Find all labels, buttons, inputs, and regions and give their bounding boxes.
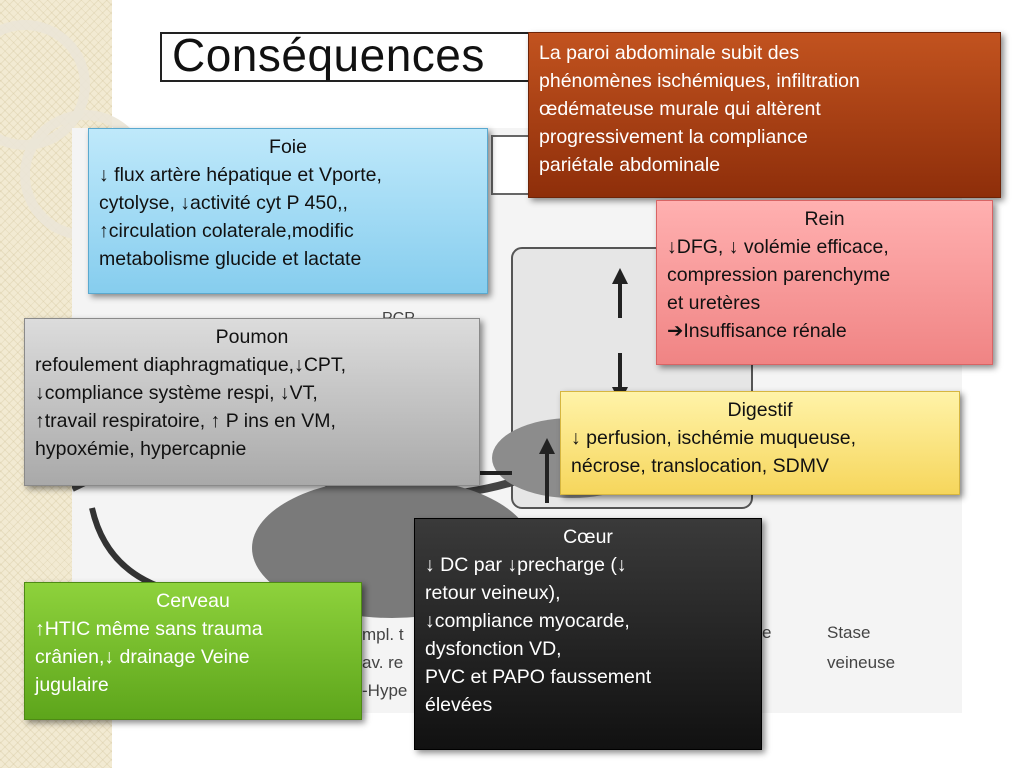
box-line: ↓ DC par ↓precharge (↓ <box>425 554 627 576</box>
box-line: élevées <box>425 694 493 716</box>
schematic-label: av. re <box>362 653 403 672</box>
box-line: ➔Insuffisance rénale <box>667 320 847 342</box>
box-heading: Rein <box>804 208 845 230</box>
box-line: La paroi abdominale subit des <box>539 42 800 64</box>
box-heading: Digestif <box>727 399 793 421</box>
liver-box: Foie ↓ flux artère hépatique et Vporte, … <box>88 128 488 294</box>
box-line: nécrose, translocation, SDMV <box>571 455 829 477</box>
arrow-up-head <box>612 268 628 284</box>
heart-box: Cœur ↓ DC par ↓precharge (↓ retour veine… <box>414 518 762 750</box>
box-heading: Cerveau <box>156 590 230 612</box>
digestive-box: Digestif ↓ perfusion, ischémie muqueuse,… <box>560 391 960 495</box>
schematic-label: veineuse <box>827 653 895 672</box>
box-line: ↓compliance myocarde, <box>425 610 630 632</box>
slide-title: Conséquences <box>172 29 485 81</box>
box-line: ↓compliance système respi, ↓VT, <box>35 382 318 404</box>
box-line: ↑travail respiratoire, ↑ P ins en VM, <box>35 410 336 432</box>
box-line: refoulement diaphragmatique,↓CPT, <box>35 354 347 376</box>
box-line: œdémateuse murale qui altèrent <box>539 98 821 120</box>
box-heading: Cœur <box>563 526 613 548</box>
box-line: phénomènes ischémiques, infiltration <box>539 70 860 92</box>
box-line: dysfonction VD, <box>425 638 562 660</box>
box-line: retour veineux), <box>425 582 561 604</box>
schematic-label: Stase <box>827 623 870 642</box>
box-heading: Poumon <box>215 326 289 348</box>
schematic-label: -Hype <box>362 681 407 700</box>
box-line: jugulaire <box>35 674 109 696</box>
arrow-up-head <box>539 438 555 454</box>
box-line: ↓ perfusion, ischémie muqueuse, <box>571 427 857 449</box>
box-line: ↑HTIC même sans trauma <box>35 618 263 640</box>
box-line: et uretères <box>667 292 761 314</box>
abdominal-wall-box: La paroi abdominale subit des phénomènes… <box>528 32 1001 198</box>
title-frame <box>160 32 594 82</box>
box-line: metabolisme glucide et lactate <box>99 248 362 270</box>
kidney-box: Rein ↓DFG, ↓ volémie efficace, compressi… <box>656 200 993 365</box>
box-line: ↓DFG, ↓ volémie efficace, <box>667 236 889 258</box>
box-line: crânien,↓ drainage Veine <box>35 646 250 668</box>
lung-box: Poumon refoulement diaphragmatique,↓CPT,… <box>24 318 480 486</box>
box-line: progressivement la compliance <box>539 126 808 148</box>
box-line: pariétale abdominale <box>539 154 721 176</box>
schematic-label: e <box>762 623 771 642</box>
box-line: PVC et PAPO faussement <box>425 666 652 688</box>
brain-box: Cerveau ↑HTIC même sans trauma crânien,↓… <box>24 582 362 720</box>
schematic-label: mpl. t <box>362 625 404 644</box>
box-line: ↑circulation colaterale,modific <box>99 220 354 242</box>
box-line: ↓ flux artère hépatique et Vporte, <box>99 164 382 186</box>
box-line: compression parenchyme <box>667 264 891 286</box>
box-line: cytolyse, ↓activité cyt P 450,, <box>99 192 348 214</box>
box-line: hypoxémie, hypercapnie <box>35 438 247 460</box>
box-heading: Foie <box>269 136 307 158</box>
